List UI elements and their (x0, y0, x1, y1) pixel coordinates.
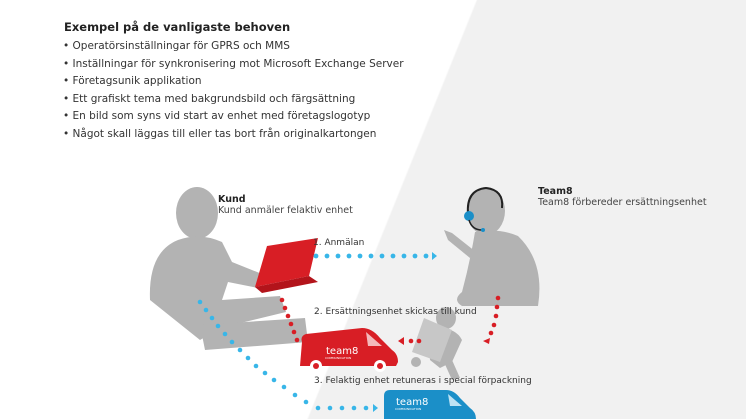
provider-description: Team8 förbereder ersättningsenhet (538, 197, 707, 208)
laptop-icon (255, 238, 318, 293)
courier-figure (411, 307, 462, 380)
customer-torso (149, 236, 286, 340)
list-item: Något skall läggas till eller tas bort f… (63, 126, 533, 144)
courier-box (412, 318, 452, 362)
step1-label: 1. Anmälan (313, 238, 365, 248)
customer-label: Kund Kund anmäler felaktiv enhet (218, 194, 378, 216)
provider-title: Team8 (538, 186, 573, 197)
red-van-logo-sub: COMMUNICATION (325, 356, 351, 360)
courier-head (436, 307, 456, 329)
blue-van-icon (384, 390, 476, 419)
step3-label: 3. Felaktig enhet retuneras i special fö… (314, 376, 532, 386)
blue-van-logo: team8 (396, 397, 428, 408)
customer-description: Kund anmäler felaktiv enhet (218, 205, 353, 216)
list-item: Ett grafiskt tema med bakgrundsbild och … (63, 91, 533, 109)
provider-label: Team8 Team8 förbereder ersättningsenhet (538, 186, 738, 208)
headset-icon (464, 186, 504, 232)
step3-arrow (197, 299, 378, 412)
provider-head (467, 187, 505, 235)
red-van-logo: team8 (326, 346, 358, 357)
provider-figure (444, 187, 540, 306)
step2-label: 2. Ersättningsenhet skickas till kund (314, 307, 477, 317)
step2-arrow (279, 295, 501, 345)
customer-figure (149, 187, 308, 350)
step1-arrow (313, 252, 437, 260)
needs-title: Exempel på de vanligaste behoven (64, 20, 291, 34)
customer-leg (200, 318, 308, 350)
list-item: Operatörsinställningar för GPRS och MMS (63, 38, 533, 56)
customer-head (176, 187, 218, 239)
needs-section: Exempel på de vanligaste behoven Operatö… (63, 20, 533, 143)
needs-list: Operatörsinställningar för GPRS och MMS … (63, 38, 533, 143)
list-item: Inställningar för synkronisering mot Mic… (63, 56, 533, 74)
list-item: Företagsunik applikation (63, 73, 533, 91)
red-van-icon (300, 328, 398, 372)
customer-title: Kund (218, 194, 246, 205)
list-item: En bild som syns vid start av enhet med … (63, 108, 533, 126)
provider-body (457, 230, 540, 306)
blue-van-logo-sub: COMMUNICATION (395, 407, 421, 411)
provider-arm (444, 230, 476, 258)
